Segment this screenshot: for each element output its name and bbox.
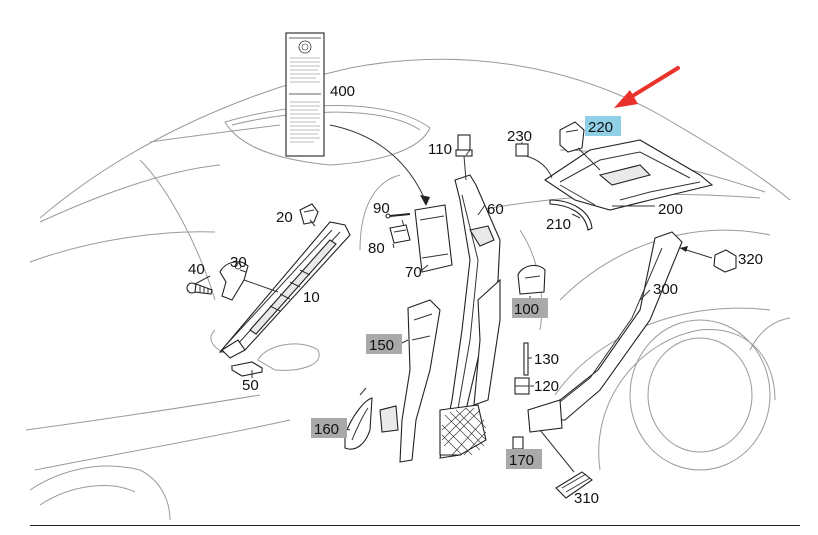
label-20: 20 — [276, 209, 293, 226]
part-320-nut — [679, 246, 737, 273]
label-100: 100 — [514, 301, 539, 318]
part-230-clip — [515, 143, 553, 179]
part-50-pad — [230, 361, 264, 377]
part-150-lower-pillar — [379, 299, 441, 463]
part-120-clip — [514, 377, 530, 395]
part-20-clip — [299, 203, 319, 225]
label-130: 130 — [534, 351, 559, 368]
part-130-strip — [523, 342, 529, 376]
part-30-bracket — [219, 261, 279, 301]
label-320: 320 — [738, 251, 763, 268]
label-210: 210 — [546, 216, 571, 233]
part-160-scuff-plate — [344, 387, 373, 450]
highlight-160 — [311, 418, 347, 438]
part-10-a-pillar-trim — [218, 221, 351, 359]
label-110: 110 — [428, 141, 452, 158]
label-400: 400 — [330, 83, 355, 100]
label-150: 150 — [369, 337, 394, 354]
label-80: 80 — [368, 240, 385, 257]
label-30: 30 — [230, 254, 247, 271]
label-200: 200 — [658, 201, 683, 218]
label-300: 300 — [653, 281, 678, 298]
footer-divider — [30, 525, 800, 526]
highlight-220 — [585, 116, 621, 136]
part-70-panel — [414, 204, 453, 273]
label-50: 50 — [242, 377, 259, 394]
label-10: 10 — [303, 289, 320, 306]
label-230: 230 — [507, 128, 532, 145]
label-90: 90 — [373, 200, 390, 217]
part-90-pin — [385, 213, 411, 219]
leader-400-arrow — [329, 124, 426, 201]
part-210-strip — [549, 199, 593, 231]
highlight-170 — [506, 449, 542, 469]
highlight-100 — [512, 298, 548, 318]
label-310: 310 — [574, 490, 599, 507]
part-200-c-pillar-trim — [544, 139, 714, 211]
highlight-150 — [366, 334, 402, 354]
part-400-label-sheet — [285, 32, 325, 157]
part-170-clip — [512, 436, 524, 450]
label-220: 220 — [588, 119, 613, 136]
part-300-rear-trim — [527, 231, 683, 433]
label-70: 70 — [405, 264, 422, 281]
part-220-clip — [559, 121, 601, 171]
part-110-clip — [455, 134, 473, 181]
label-160: 160 — [314, 421, 339, 438]
part-40-screw — [186, 282, 213, 295]
label-60: 60 — [487, 201, 504, 218]
part-100-clip — [517, 264, 546, 295]
label-40: 40 — [188, 261, 205, 278]
leader-400-arrowhead-icon — [420, 195, 430, 206]
red-pointer-arrow-icon — [614, 66, 680, 108]
label-120: 120 — [534, 378, 559, 395]
label-170: 170 — [509, 452, 534, 469]
part-310-bracket — [539, 429, 593, 499]
part-lower-mesh-panel — [439, 278, 501, 456]
part-80-clip — [389, 224, 411, 244]
